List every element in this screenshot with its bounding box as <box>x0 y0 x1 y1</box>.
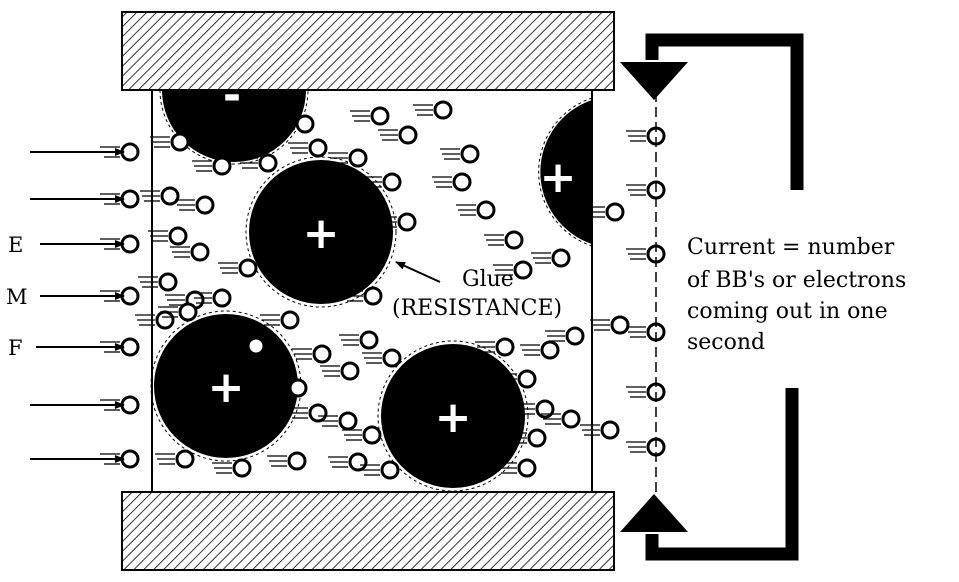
electron <box>238 155 276 171</box>
electron <box>155 451 193 467</box>
electron <box>360 462 398 478</box>
caption-line-4: second <box>687 330 765 355</box>
electron <box>590 317 628 333</box>
electron <box>626 324 664 340</box>
electron <box>292 346 330 362</box>
ion-sign-bottom-left: + <box>208 362 245 413</box>
electron <box>413 102 451 118</box>
electron <box>456 202 494 218</box>
electron <box>342 427 380 443</box>
electron <box>288 140 326 156</box>
electron <box>138 274 176 290</box>
electron <box>626 439 664 455</box>
emf-letter-m: M <box>6 285 28 309</box>
caption-line-1: Current = number <box>687 235 895 260</box>
electron <box>350 108 388 124</box>
electron <box>585 204 623 220</box>
electron <box>440 146 478 162</box>
electron <box>268 380 306 396</box>
electron <box>520 342 558 358</box>
bottom-plate <box>122 492 614 570</box>
caption-line-3: coming out in one <box>687 299 888 324</box>
electron <box>541 411 579 427</box>
caption-line-2: of BB's or electrons <box>687 268 906 293</box>
electron <box>339 332 377 348</box>
electron <box>432 174 470 190</box>
emf-push-arrows <box>30 152 124 459</box>
ion-sign-bottom-center: + <box>435 392 472 443</box>
electron <box>192 290 230 306</box>
electron <box>626 128 664 144</box>
electron <box>362 174 400 190</box>
electron <box>343 288 381 304</box>
electron <box>148 228 186 244</box>
electron <box>580 422 618 438</box>
ion-sign-top: - <box>223 70 241 121</box>
electron <box>226 338 264 354</box>
electron <box>135 312 173 328</box>
electron <box>170 244 208 260</box>
electron <box>275 116 313 132</box>
current-caption: Current = number of BB's or electrons co… <box>687 235 906 355</box>
electron <box>150 134 188 150</box>
electron <box>328 454 366 470</box>
electron <box>218 260 256 276</box>
electron <box>140 188 178 204</box>
current-loop-bottom <box>620 388 792 554</box>
ion-sign-right-top: + <box>540 152 577 203</box>
electron <box>260 312 298 328</box>
electron <box>626 182 664 198</box>
electron <box>212 460 250 476</box>
ion-sign-center: + <box>303 208 340 259</box>
electron <box>328 150 366 166</box>
glue-pointer-arrow <box>396 262 440 282</box>
electron <box>626 384 664 400</box>
electron <box>626 246 664 262</box>
electron <box>545 328 583 344</box>
electron <box>288 405 326 421</box>
electron <box>377 214 415 230</box>
electron <box>362 350 400 366</box>
top-plate <box>122 12 614 90</box>
electron <box>484 232 522 248</box>
electron <box>497 460 535 476</box>
electron <box>497 371 535 387</box>
glue-label: Glue <box>462 267 514 292</box>
electron <box>475 339 513 355</box>
electron <box>531 250 569 266</box>
resistance-label: (RESISTANCE) <box>392 296 562 321</box>
electron <box>267 453 305 469</box>
electron <box>378 127 416 143</box>
emf-letter-f: F <box>8 336 23 360</box>
electron <box>318 413 356 429</box>
electron <box>192 158 230 174</box>
emf-letter-e: E <box>8 233 23 257</box>
current-loop-top <box>620 40 797 190</box>
electron <box>507 430 545 446</box>
electron <box>158 304 196 320</box>
electron <box>175 197 213 213</box>
electron <box>320 363 358 379</box>
